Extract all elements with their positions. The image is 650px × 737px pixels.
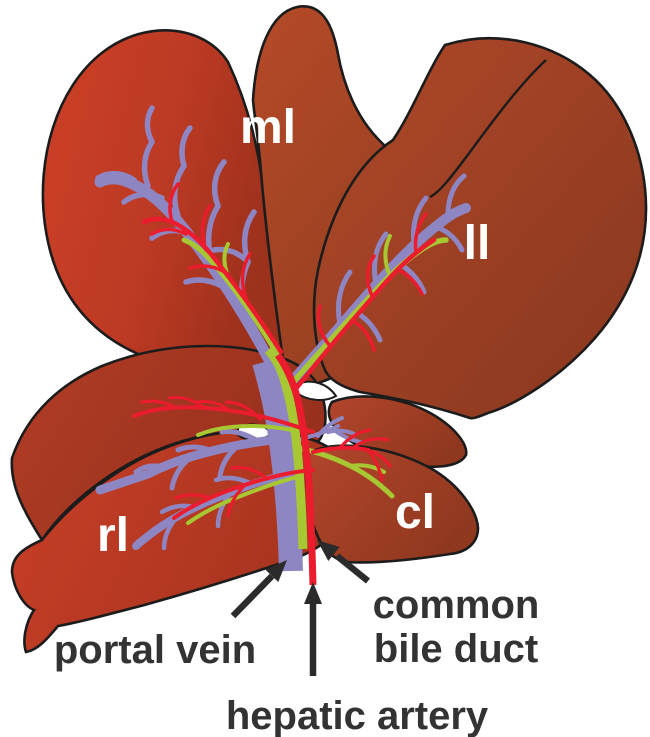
hilum-white-notch-1: [295, 380, 338, 401]
hepatic-artery-arrow-head: [304, 582, 322, 604]
hepatic-artery-branch-right-lower: [172, 468, 315, 520]
portal-vein-arrow-shaft: [230, 573, 275, 619]
hepatic-artery-twigs-right-upper: [140, 395, 262, 421]
hepatic-artery-tree: [132, 182, 437, 586]
hepatic-artery-twigs-left-lobe: [316, 212, 428, 352]
label-right-lobe: rl: [97, 509, 129, 562]
portal-vein-twigs-right-upper: [133, 429, 261, 491]
bile-duct-twig-caudate: [348, 463, 386, 474]
hepatic-artery-twigs-upper-left: [150, 182, 252, 300]
bile-duct-trunk: [264, 346, 308, 550]
label-hepatic-artery: hepatic artery: [226, 694, 489, 737]
hepatic-artery-trunk: [275, 352, 317, 586]
lobe-left-ll: [312, 37, 648, 420]
label-left-lobe: ll: [464, 217, 491, 270]
label-portal-vein: portal vein: [54, 628, 256, 672]
lobe-caudate-upper-cl: [327, 395, 468, 468]
liver-lobes: [10, 5, 648, 654]
hepatic-artery-branch-right-upper: [132, 405, 315, 434]
label-median-lobe: ml: [240, 101, 296, 154]
annotation-arrows: [230, 540, 371, 676]
bile-duct-branch-upper-left: [181, 237, 280, 357]
lobe-labels: ml ll rl cl: [97, 101, 490, 562]
bile-duct-arrow-head: [317, 540, 340, 561]
bile-duct-branch-right-upper: [196, 424, 294, 437]
vessel-annotations: portal vein common bile duct hepatic art…: [54, 583, 539, 737]
hepatic-artery-branch-upper-left: [141, 216, 284, 355]
lobe-left-crease-line: [429, 59, 547, 199]
portal-vein-branch-upper-left: [94, 173, 274, 364]
bile-duct-branch-right-lower: [186, 474, 303, 525]
portal-vein-arrow-head: [265, 560, 287, 582]
label-common-bile-duct-line1: common: [373, 583, 540, 627]
hepatic-artery-twigs-right-lower: [174, 465, 268, 518]
portal-vein-trunk: [252, 358, 303, 572]
hepatic-artery-twigs-caudate: [338, 428, 392, 482]
bile-duct-arrow-shaft: [334, 553, 371, 584]
label-caudate-lobe: cl: [395, 486, 435, 539]
portal-vein-tree: [94, 105, 471, 572]
label-common-bile-duct-line2: bile duct: [374, 627, 538, 671]
bile-duct-twig-left-lobe: [383, 234, 392, 278]
